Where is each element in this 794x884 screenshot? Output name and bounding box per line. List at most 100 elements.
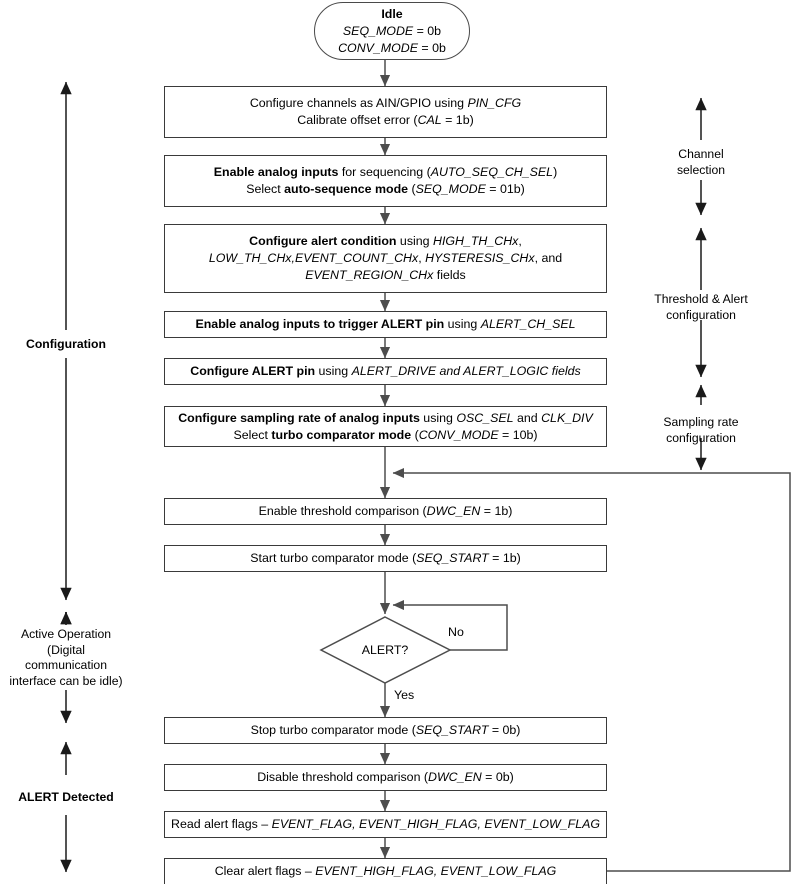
- node-text-fragment: Enable threshold comparison (: [258, 504, 427, 518]
- node-configure-alert-pin: Configure ALERT pin using ALERT_DRIVE an…: [164, 358, 607, 385]
- idle-title: Idle: [381, 6, 403, 21]
- annotation-configuration: Configuration: [26, 337, 106, 351]
- node-text-fragment: using: [419, 410, 457, 425]
- node-disable-threshold-comparison: Disable threshold comparison (DWC_EN = 0…: [164, 764, 607, 791]
- node-text-fragment: Calibrate offset error (: [297, 113, 418, 127]
- node-stop-turbo-comparator: Stop turbo comparator mode (SEQ_START = …: [164, 717, 607, 744]
- node-text-fragment: ALERT_CH_SEL: [480, 317, 576, 331]
- node-text-fragment: AUTO_SEQ_CH_SEL: [430, 165, 554, 179]
- annotation-threshold-alert-configuration-line1: Threshold & Alert: [654, 292, 748, 306]
- node-text-fragment: = 1b): [488, 551, 521, 565]
- node-text-fragment: ,: [518, 234, 522, 248]
- decision-no-label: No: [448, 625, 464, 639]
- node-enable-threshold-comparison: Enable threshold comparison (DWC_EN = 1b…: [164, 498, 607, 525]
- node-text-line: Start turbo comparator mode (SEQ_START =…: [171, 550, 600, 567]
- node-enable-analog-inputs: Enable analog inputs for sequencing (AUT…: [164, 155, 607, 207]
- node-text-fragment: Enable analog inputs: [213, 165, 339, 179]
- node-text-fragment: Stop turbo comparator mode (: [250, 723, 416, 737]
- node-text-fragment: DWC_EN: [426, 504, 481, 518]
- annotation-sampling-rate-configuration-line1: Sampling rate: [663, 415, 739, 429]
- node-text-fragment: ): [553, 165, 558, 179]
- node-text-line: Select turbo comparator mode (CONV_MODE …: [171, 427, 600, 444]
- annotation-active-operation-line2: (Digital: [47, 642, 85, 657]
- node-text-fragment: SEQ_START: [415, 723, 489, 737]
- node-text-fragment: Disable threshold comparison (: [257, 770, 429, 784]
- node-text-line: Read alert flags – EVENT_FLAG, EVENT_HIG…: [171, 816, 600, 833]
- node-text-fragment: for sequencing (: [338, 165, 431, 179]
- node-text-fragment: Configure sampling rate of analog inputs: [178, 410, 420, 425]
- node-text-fragment: and: [513, 410, 542, 425]
- node-text-fragment: Enable analog inputs to trigger ALERT pi…: [195, 317, 445, 331]
- node-text-line: Calibrate offset error (CAL = 1b): [171, 112, 600, 129]
- node-configure-alert-condition: Configure alert condition using HIGH_TH_…: [164, 224, 607, 293]
- node-text-fragment: (: [411, 427, 419, 442]
- node-text-fragment: Clear alert flags –: [214, 864, 316, 878]
- node-text-fragment: Read alert flags –: [171, 817, 272, 831]
- node-text-fragment: using: [396, 234, 433, 248]
- idle-seq-mode-val: = 0b: [413, 23, 442, 38]
- decision-label: ALERT?: [361, 643, 409, 657]
- node-text-fragment: = 0b): [488, 723, 521, 737]
- node-text-line: Enable threshold comparison (DWC_EN = 1b…: [171, 503, 600, 520]
- node-text-line: LOW_TH_CHx,EVENT_COUNT_CHx, HYSTERESIS_C…: [171, 250, 600, 267]
- node-text-fragment: DWC_EN: [428, 770, 482, 784]
- node-text-fragment: Configure ALERT pin: [190, 364, 316, 378]
- node-text-fragment: Configure alert condition: [249, 234, 397, 248]
- node-text-line: EVENT_REGION_CHx fields: [171, 267, 600, 284]
- node-text-fragment: CAL: [417, 113, 442, 127]
- node-alert-ch-sel: Enable analog inputs to trigger ALERT pi…: [164, 311, 607, 338]
- annotation-active-operation-line4: interface can be idle): [9, 673, 123, 688]
- node-text-fragment: auto-sequence mode: [284, 182, 409, 196]
- node-text-line: Enable analog inputs to trigger ALERT pi…: [171, 316, 600, 333]
- node-text-line: Configure alert condition using HIGH_TH_…: [171, 233, 600, 250]
- annotation-active-operation-line1: Active Operation: [20, 627, 112, 641]
- annotation-alert-detected: ALERT Detected: [18, 790, 114, 804]
- node-text-line: Stop turbo comparator mode (SEQ_START = …: [171, 722, 600, 739]
- annotation-active-operation-line3: communication: [25, 658, 107, 672]
- node-text-fragment: turbo comparator mode: [271, 427, 412, 442]
- node-text-fragment: , and: [534, 251, 563, 265]
- node-configure-sampling-rate: Configure sampling rate of analog inputs…: [164, 406, 607, 447]
- node-text-fragment: = 1b): [480, 504, 513, 518]
- idle-conv-mode-var: CONV_MODE: [338, 40, 418, 55]
- node-text-fragment: Select: [246, 182, 285, 196]
- node-text-fragment: SEQ_MODE: [415, 182, 486, 196]
- annotation-threshold-alert-configuration: Threshold & Alert configuration: [636, 292, 766, 323]
- node-text-line: Disable threshold comparison (DWC_EN = 0…: [171, 769, 600, 786]
- node-text-fragment: HIGH_TH_CHx: [433, 234, 519, 248]
- annotation-sampling-rate-configuration-line2: configuration: [666, 430, 736, 445]
- node-clear-alert-flags: Clear alert flags – EVENT_HIGH_FLAG, EVE…: [164, 858, 607, 884]
- annotation-active-operation: Active Operation (Digital communication …: [0, 627, 132, 689]
- annotation-channel-selection-line1: Channel: [678, 147, 724, 161]
- node-text-fragment: LOW_TH_CHx,: [208, 251, 295, 265]
- node-text-fragment: using: [315, 364, 352, 378]
- node-text-line: Configure sampling rate of analog inputs…: [171, 410, 600, 427]
- node-text-fragment: (: [408, 182, 416, 196]
- node-text-fragment: EVENT_FLAG, EVENT_HIGH_FLAG, EVENT_LOW_F…: [271, 817, 601, 831]
- node-text-fragment: = 0b): [481, 770, 514, 784]
- node-text-fragment: EVENT_HIGH_FLAG, EVENT_LOW_FLAG: [315, 864, 557, 878]
- node-read-alert-flags: Read alert flags – EVENT_FLAG, EVENT_HIG…: [164, 811, 607, 838]
- node-text-line: Configure ALERT pin using ALERT_DRIVE an…: [171, 363, 600, 380]
- node-idle: Idle SEQ_MODE = 0b CONV_MODE = 0b: [314, 2, 470, 60]
- node-text-line: Configure channels as AIN/GPIO using PIN…: [171, 95, 600, 112]
- annotation-channel-selection-line2: selection: [676, 162, 726, 177]
- node-text-fragment: HYSTERESIS_CHx: [425, 251, 535, 265]
- annotation-sampling-rate-configuration: Sampling rate configuration: [641, 415, 761, 446]
- node-text-line: Select auto-sequence mode (SEQ_MODE = 01…: [171, 181, 600, 198]
- node-text-fragment: ,: [418, 251, 426, 265]
- decision-yes-label: Yes: [394, 688, 415, 702]
- node-text-fragment: Configure channels as AIN/GPIO using: [249, 96, 468, 110]
- node-text-line: Clear alert flags – EVENT_HIGH_FLAG, EVE…: [171, 863, 600, 880]
- node-start-turbo-comparator: Start turbo comparator mode (SEQ_START =…: [164, 545, 607, 572]
- node-text-fragment: SEQ_START: [416, 551, 489, 565]
- node-text-fragment: = 1b): [441, 113, 474, 127]
- node-pin-cfg: Configure channels as AIN/GPIO using PIN…: [164, 86, 607, 138]
- annotation-threshold-alert-configuration-line2: configuration: [666, 307, 736, 322]
- idle-conv-mode-val: = 0b: [417, 40, 446, 55]
- node-text-fragment: ALERT_DRIVE and ALERT_LOGIC fields: [351, 364, 581, 378]
- node-text-fragment: CLK_DIV: [541, 410, 593, 425]
- node-text-line: Enable analog inputs for sequencing (AUT…: [171, 164, 600, 181]
- node-text-fragment: PIN_CFG: [467, 96, 522, 110]
